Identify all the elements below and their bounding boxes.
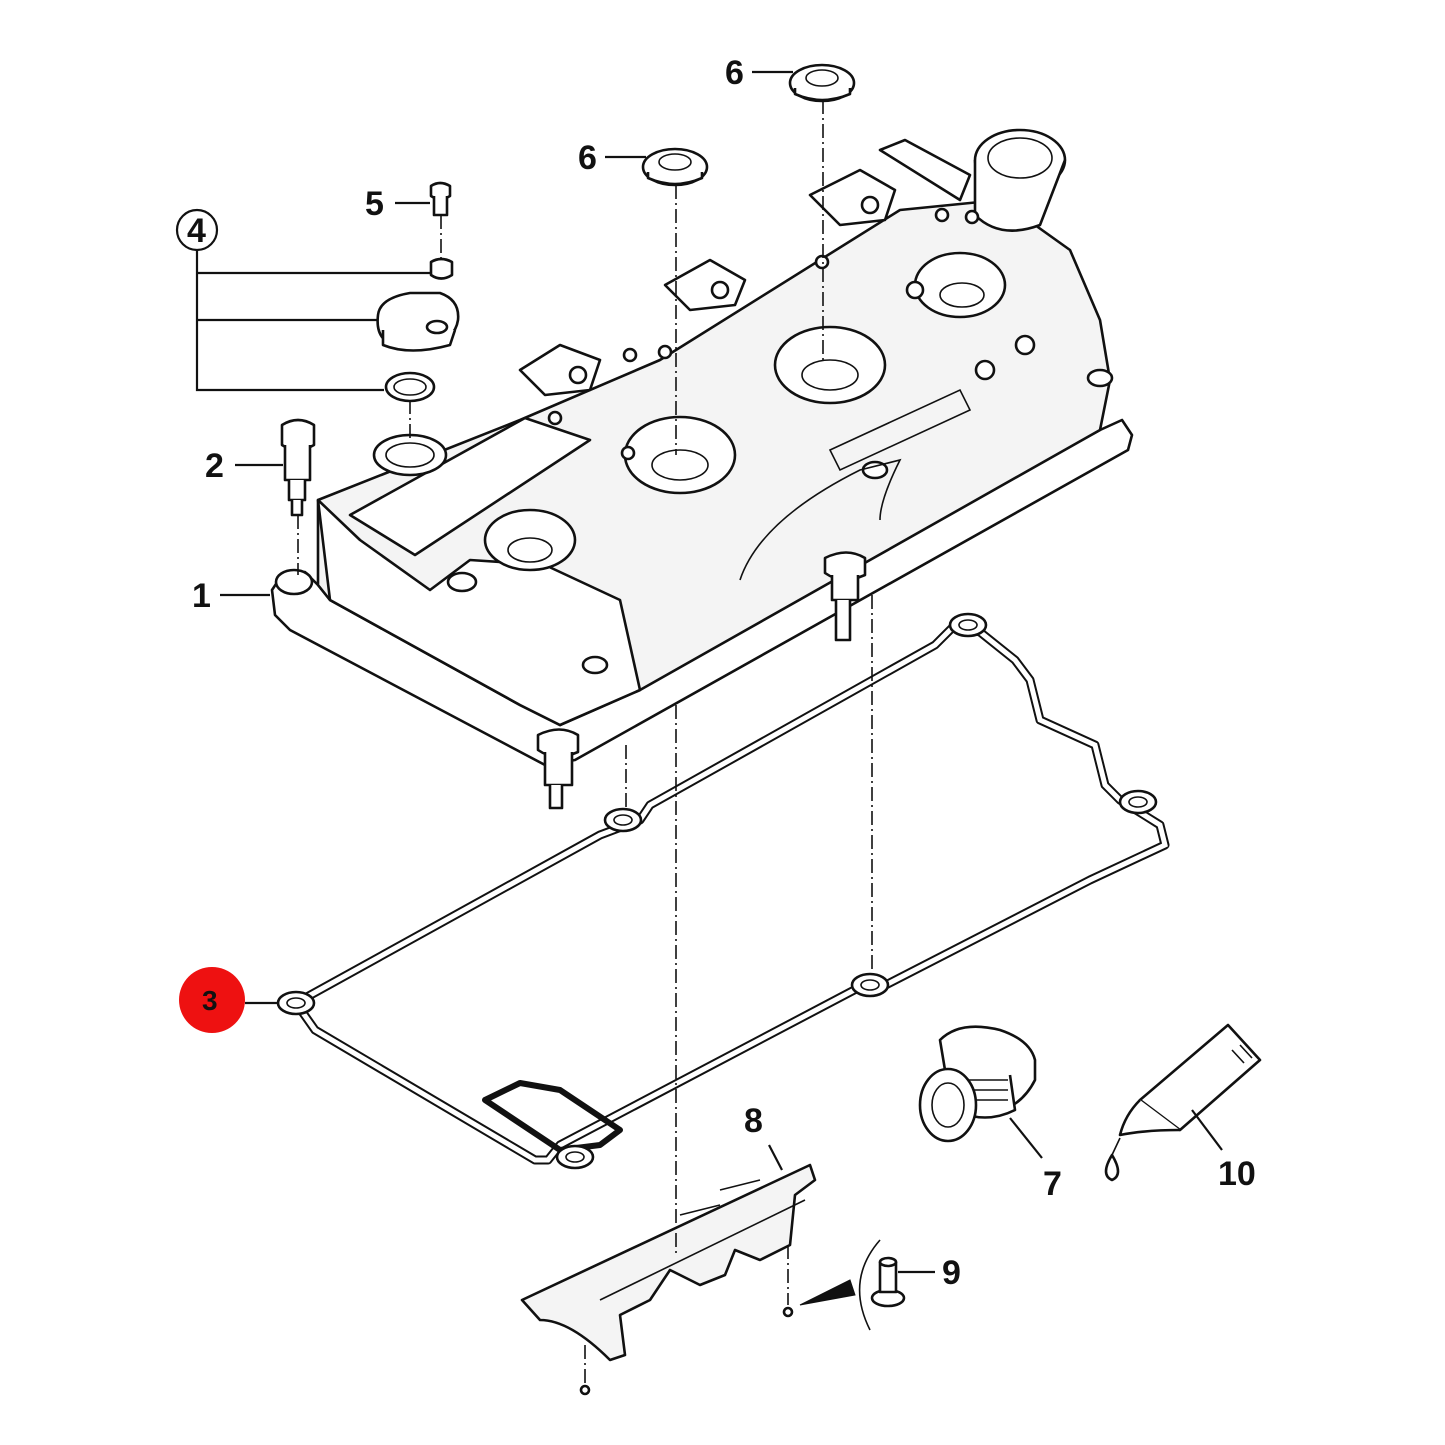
callout-6-upper: 6 bbox=[725, 54, 744, 92]
part-6-seal-lower bbox=[641, 147, 709, 187]
valve-cover bbox=[270, 128, 1134, 810]
part-7-oil-cap bbox=[918, 1025, 1037, 1143]
alignment-lines bbox=[297, 100, 873, 1385]
callout-4-circle bbox=[175, 208, 219, 252]
callout-6-lower: 6 bbox=[578, 139, 597, 177]
callout-5: 5 bbox=[365, 185, 384, 223]
part-9-pin bbox=[799, 1239, 906, 1331]
part-6-seal-upper bbox=[788, 63, 856, 103]
callout-7: 7 bbox=[1043, 1165, 1062, 1203]
callout-1: 1 bbox=[192, 577, 211, 615]
callout-3: 3 bbox=[202, 985, 218, 1016]
part-2-bolt bbox=[280, 418, 316, 517]
callout-2: 2 bbox=[205, 447, 224, 485]
part-4-cap-assembly bbox=[372, 257, 460, 477]
callout-8: 8 bbox=[744, 1102, 763, 1140]
callout-4: 4 bbox=[187, 212, 206, 250]
part-8-shield bbox=[520, 1163, 817, 1396]
callout-9: 9 bbox=[942, 1254, 961, 1292]
callout-10: 10 bbox=[1218, 1155, 1256, 1193]
callout-3-badge bbox=[179, 967, 245, 1033]
part-3-gasket bbox=[276, 612, 1170, 1170]
leader-lines bbox=[195, 70, 1223, 1274]
part-10-sealant-tube bbox=[1104, 1023, 1262, 1182]
part-5-screw bbox=[429, 181, 452, 217]
